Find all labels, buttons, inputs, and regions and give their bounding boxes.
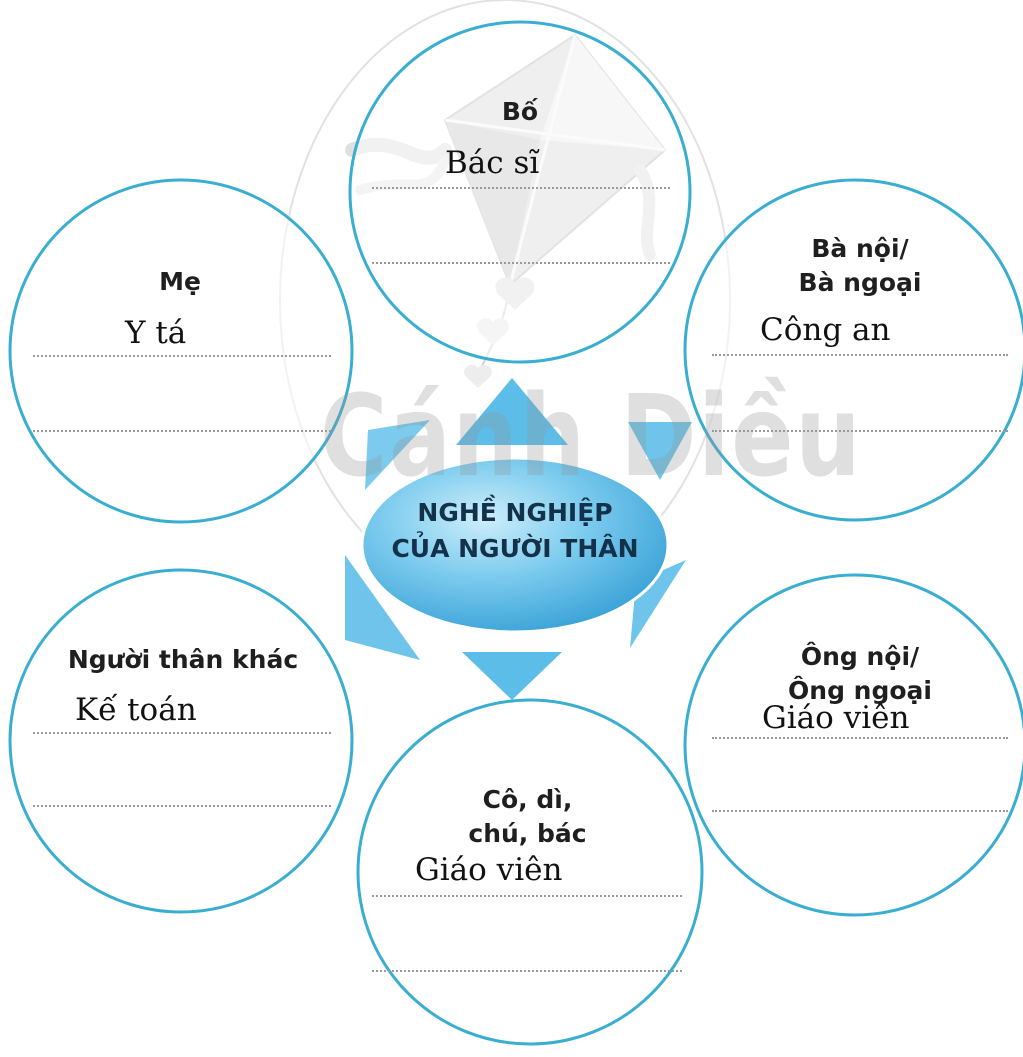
grandfather-label-line1: Ông nội/ [800,642,920,671]
center-title-line1: NGHỀ NGHIỆP [417,498,613,527]
grandmother-answer: Công an [760,312,891,348]
circle-other-relative [8,568,354,914]
circle-grandfather [683,573,1023,917]
aunt-uncle-line-1 [372,895,682,897]
grandmother-line-1 [712,354,1008,356]
watermark: Cánh Diều [320,372,863,502]
other-relative-label: Người thân khác [67,645,299,674]
mother-line-2 [33,430,331,432]
circle-grandmother [683,178,1023,522]
grandmother-line-2 [712,430,1008,432]
other-relative-line-2 [33,805,331,807]
mother-answer: Y tá [125,315,187,351]
grandfather-label-line2: Ông ngoại [788,676,932,705]
grandmother-label-line1: Bà nội/ [811,234,909,263]
father-label: Bố [501,97,539,126]
center-title-line2: CỦA NGƯỜI THÂN [391,534,639,563]
grandfather-line-2 [712,810,1008,812]
aunt-uncle-label: Cô, dì, chú, bác [445,783,610,851]
grandfather-line-1 [712,737,1008,739]
aunt-uncle-line-2 [372,970,682,972]
other-relative-line-1 [33,732,331,734]
center-ellipse [360,456,670,634]
circle-aunt-uncle [356,698,704,1046]
arrows [345,378,692,700]
father-line-2 [372,262,670,264]
father-line-1 [372,187,670,189]
arrow-down [462,652,562,700]
arrow-upper-right [628,422,692,480]
grandmother-label: Bà nội/ Bà ngoại [780,232,940,300]
other-relative-answer: Kế toán [75,692,197,728]
aunt-uncle-label-line1: Cô, dì, [482,785,573,814]
grandfather-label: Ông nội/ Ông ngoại [775,640,945,708]
mother-line-1 [33,355,331,357]
circle-father [348,20,692,364]
circle-mother [8,178,354,524]
arrow-lower-left [345,555,420,660]
aunt-uncle-answer: Giáo viên [415,852,563,888]
grandfather-answer: Giáo viên [762,700,910,736]
arrow-up [456,378,568,445]
aunt-uncle-label-line2: chú, bác [468,819,587,848]
mother-label: Mẹ [159,267,201,296]
arrow-upper-left [365,420,430,490]
center-title: NGHỀ NGHIỆP CỦA NGƯỜI THÂN [360,495,670,567]
grandmother-label-line2: Bà ngoại [798,268,922,297]
father-answer: Bác sĩ [445,145,540,181]
